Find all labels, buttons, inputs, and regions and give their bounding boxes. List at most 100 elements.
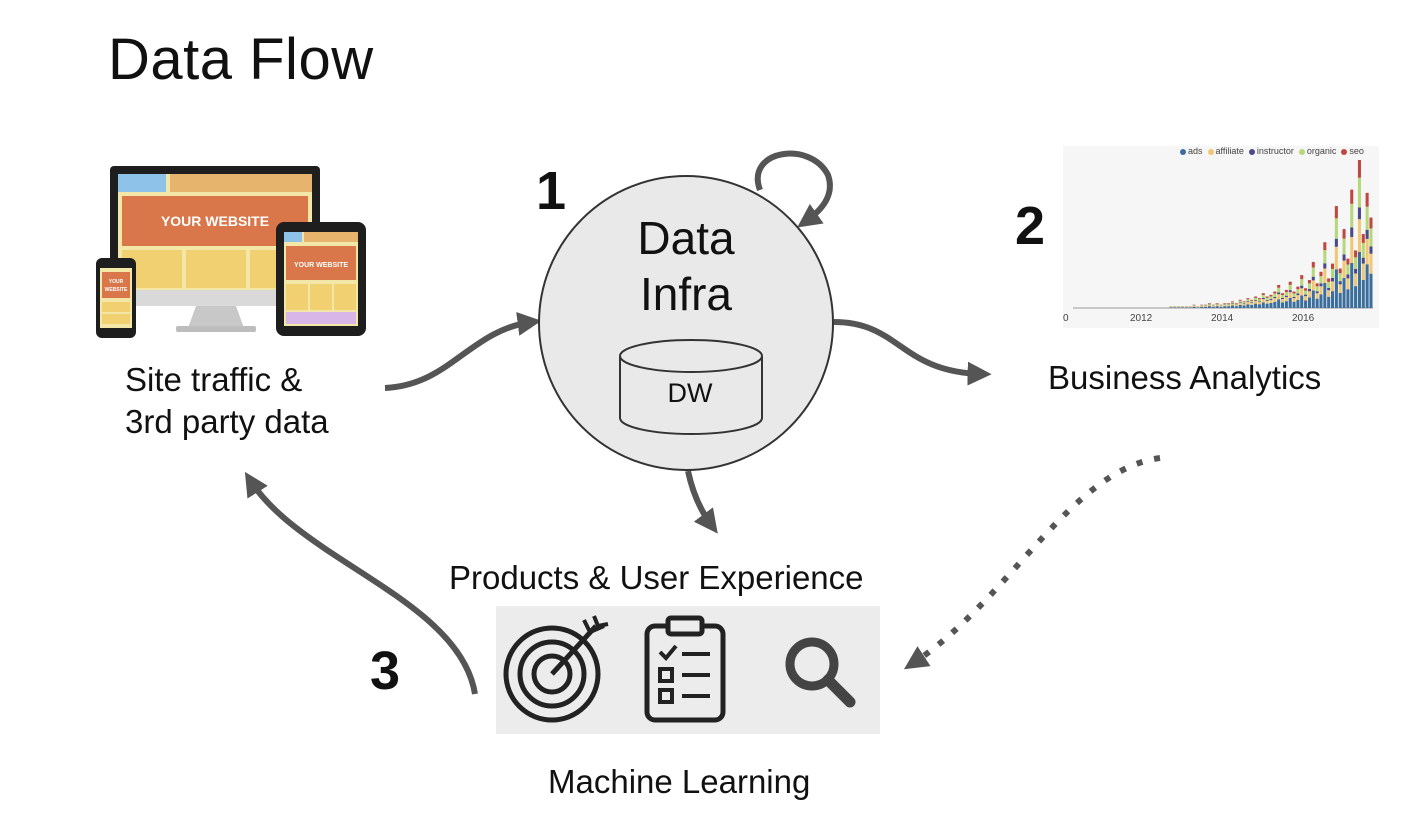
bar-segment-affiliate-55 — [1284, 297, 1288, 302]
bar-segment-organic-46 — [1250, 300, 1254, 303]
bar-segment-seo-42 — [1234, 303, 1238, 304]
bar-segment-affiliate-47 — [1254, 301, 1258, 304]
bar-segment-ads-26 — [1173, 307, 1177, 308]
bar-segment-affiliate-48 — [1257, 302, 1261, 305]
bar-segment-ads-31 — [1192, 306, 1196, 308]
bar-segment-affiliate-38 — [1219, 306, 1223, 307]
bar-segment-instructor-68 — [1334, 238, 1338, 247]
bar-segment-ads-46 — [1250, 304, 1254, 308]
bar-segment-ads-47 — [1254, 303, 1258, 308]
legend-swatch-instructor — [1248, 148, 1255, 155]
bar-segment-organic-39 — [1223, 303, 1227, 305]
bar-segment-seo-51 — [1269, 294, 1273, 297]
legend-label-affiliate: affiliate — [1215, 146, 1244, 156]
bar-segment-seo-45 — [1246, 298, 1250, 300]
bar-segment-ads-34 — [1204, 306, 1208, 308]
bar-segment-organic-48 — [1257, 299, 1261, 302]
bar-segment-seo-69 — [1338, 268, 1342, 274]
bar-segment-affiliate-73 — [1354, 273, 1358, 287]
bar-segment-ads-63 — [1315, 298, 1319, 308]
bar-segment-seo-65 — [1323, 242, 1327, 251]
bar-segment-ads-40 — [1227, 306, 1231, 308]
bar-segment-seo-71 — [1346, 258, 1350, 265]
bar-segment-seo-64 — [1319, 271, 1323, 277]
bar-segment-affiliate-72 — [1350, 236, 1354, 264]
bar-segment-instructor-66 — [1327, 287, 1331, 291]
page-title: Data Flow — [108, 27, 374, 92]
bar-segment-ads-42 — [1234, 306, 1238, 308]
bar-segment-organic-68 — [1334, 218, 1338, 239]
phone-website-text-1: YOUR — [109, 279, 124, 285]
bar-segment-organic-71 — [1346, 264, 1350, 275]
bar-segment-seo-61 — [1307, 280, 1311, 284]
checklist-clipboard-icon — [644, 615, 726, 723]
bar-segment-organic-77 — [1369, 228, 1373, 247]
bar-segment-seo-56 — [1288, 281, 1292, 285]
bar-segment-seo-37 — [1215, 303, 1219, 304]
bar-segment-organic-72 — [1350, 203, 1354, 228]
bar-segment-instructor-72 — [1350, 227, 1354, 237]
legend-swatch-organic — [1298, 148, 1305, 155]
bar-segment-organic-50 — [1265, 297, 1269, 301]
products-ux-label: Products & User Experience — [449, 559, 864, 596]
tablet-website-text: YOUR WEBSITE — [294, 262, 348, 269]
bar-segment-affiliate-40 — [1227, 305, 1231, 307]
bar-segment-affiliate-59 — [1300, 288, 1304, 296]
bar-segment-ads-49 — [1261, 302, 1265, 308]
bar-segment-ads-64 — [1319, 294, 1323, 308]
bar-segment-instructor-69 — [1338, 281, 1342, 285]
bar-segment-ads-72 — [1350, 263, 1354, 308]
bar-segment-organic-52 — [1273, 293, 1277, 297]
arrow-sources-to-infra — [384, 311, 542, 391]
bar-segment-ads-53 — [1277, 299, 1281, 308]
bar-segment-affiliate-50 — [1265, 301, 1269, 304]
bar-segment-organic-73 — [1354, 257, 1358, 269]
bar-segment-seo-40 — [1227, 303, 1231, 304]
bar-segment-affiliate-34 — [1204, 306, 1208, 307]
bar-segment-affiliate-53 — [1277, 294, 1281, 300]
bar-segment-affiliate-71 — [1346, 278, 1350, 290]
bar-segment-ads-58 — [1296, 299, 1300, 308]
bar-segment-organic-51 — [1269, 296, 1273, 300]
bar-segment-instructor-48 — [1257, 301, 1261, 303]
bar-segment-ads-76 — [1365, 264, 1369, 308]
bar-segment-seo-74 — [1357, 160, 1361, 178]
database-cylinder-icon — [619, 339, 763, 435]
bar-segment-organic-69 — [1338, 273, 1342, 282]
bar-segment-ads-56 — [1288, 298, 1292, 308]
legend-label-organic: organic — [1306, 146, 1337, 156]
bar-segment-seo-49 — [1261, 293, 1265, 295]
legend-swatch-ads — [1180, 148, 1186, 155]
bar-segment-ads-33 — [1200, 306, 1204, 308]
bar-segment-ads-51 — [1269, 303, 1273, 308]
bar-segment-seo-58 — [1296, 286, 1300, 290]
bar-segment-organic-36 — [1211, 305, 1215, 306]
bar-segment-affiliate-74 — [1357, 219, 1361, 252]
bar-segment-organic-64 — [1319, 276, 1323, 284]
bar-segment-seo-77 — [1369, 217, 1373, 229]
bar-segment-organic-34 — [1204, 305, 1208, 306]
bar-segment-instructor-74 — [1357, 207, 1361, 220]
bar-segment-organic-76 — [1365, 206, 1369, 230]
bar-segment-instructor-41 — [1230, 303, 1235, 305]
bar-segment-seo-59 — [1300, 275, 1304, 280]
data-infra-title-line1: Data — [637, 212, 735, 264]
bar-segment-seo-46 — [1250, 299, 1254, 301]
bar-segment-seo-47 — [1254, 296, 1258, 298]
bar-segment-organic-47 — [1254, 297, 1258, 301]
x-tick-label-2014: 2014 — [1211, 313, 1234, 324]
bar-segment-ads-27 — [1177, 307, 1181, 308]
bar-segment-affiliate-35 — [1207, 305, 1211, 307]
bar-segment-instructor-60 — [1304, 294, 1308, 297]
bar-segment-affiliate-41 — [1230, 304, 1235, 306]
bar-segment-ads-45 — [1246, 304, 1250, 308]
bar-segment-ads-32 — [1196, 307, 1200, 308]
bar-segment-affiliate-65 — [1323, 268, 1327, 283]
bar-segment-organic-66 — [1327, 281, 1331, 288]
bar-segment-ads-74 — [1357, 251, 1361, 308]
bar-segment-affiliate-49 — [1261, 299, 1265, 303]
bar-segment-affiliate-66 — [1327, 290, 1331, 297]
bar-segment-ads-68 — [1334, 269, 1338, 308]
